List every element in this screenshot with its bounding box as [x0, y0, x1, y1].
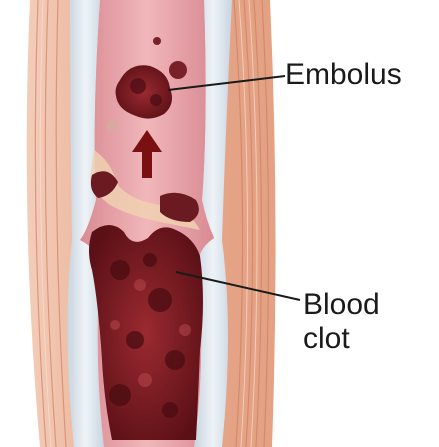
blood-clot-label: Blood clot: [303, 288, 380, 356]
blood-clot-label-line1: Blood: [303, 288, 380, 322]
blood-clot-label-line2: clot: [303, 322, 380, 356]
embolus-label: Embolus: [285, 58, 402, 92]
